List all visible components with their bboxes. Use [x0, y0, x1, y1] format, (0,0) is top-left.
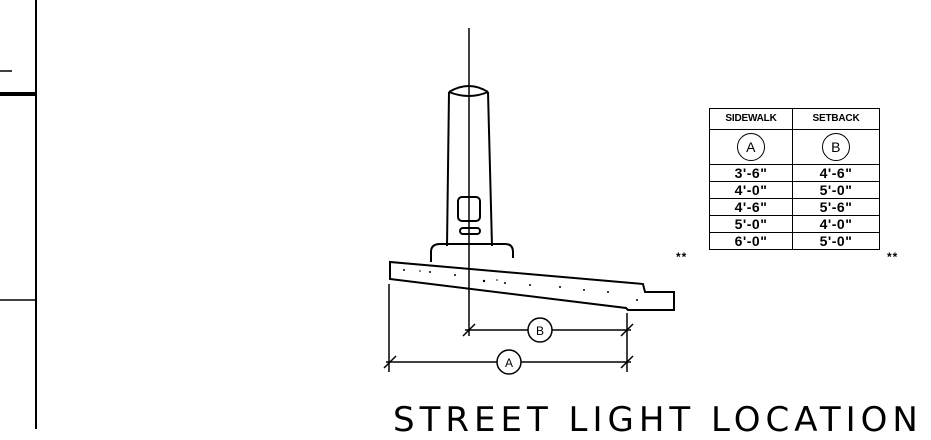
- dimension-b-label: B: [536, 324, 544, 338]
- setback-table: SIDEWALK SETBACK A B 3'-6" 4'-6" 4'-0" 5…: [709, 108, 880, 250]
- setback-value: 5'-0": [792, 232, 880, 250]
- sidewalk-slab: [389, 260, 675, 311]
- setback-value: 5'-0": [792, 181, 880, 199]
- dimension-a-label: A: [505, 356, 513, 370]
- setback-value: 4'-6": [792, 164, 880, 182]
- dimension-a: [383, 349, 634, 375]
- sidewalk-value: 3'-6": [709, 164, 793, 182]
- symbol-b: B: [822, 133, 850, 161]
- sidewalk-value: 4'-0": [709, 181, 793, 199]
- light-pole: [446, 85, 493, 247]
- sidewalk-value: 5'-0": [709, 215, 793, 233]
- setback-value: 5'-6": [792, 198, 880, 216]
- setback-value: 4'-0": [792, 215, 880, 233]
- note-marker-right: **: [887, 250, 899, 264]
- table-row: 4'-6" 5'-6": [709, 198, 880, 216]
- symbol-a: A: [737, 133, 765, 161]
- sidewalk-value: 4'-6": [709, 198, 793, 216]
- table-row: 6'-0" 5'-0": [709, 232, 880, 250]
- street-light-drawing: B A: [0, 0, 675, 429]
- header-sidewalk: SIDEWALK: [709, 108, 793, 130]
- drawing-title: STREET LIGHT LOCATION: [393, 400, 923, 440]
- sidewalk-value: 6'-0": [709, 232, 793, 250]
- pole-base: [430, 243, 514, 262]
- table-symbol-row: A B: [709, 129, 880, 165]
- header-setback: SETBACK: [792, 108, 880, 130]
- note-marker-left: **: [676, 250, 688, 264]
- table-header-row: SIDEWALK SETBACK: [709, 108, 880, 130]
- dimension-b: [462, 317, 634, 343]
- sheet-frame: [0, 0, 37, 429]
- table-row: 3'-6" 4'-6": [709, 164, 880, 182]
- table-row: 5'-0" 4'-0": [709, 215, 880, 233]
- table-row: 4'-0" 5'-0": [709, 181, 880, 199]
